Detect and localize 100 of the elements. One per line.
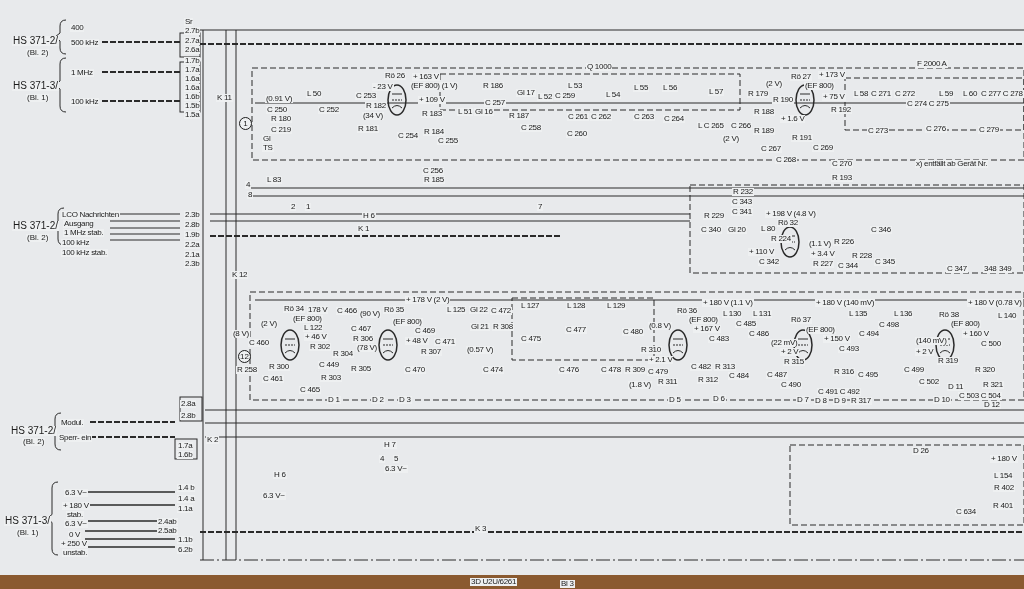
component-label: 1.6b <box>177 451 194 459</box>
component-label: C 493 <box>838 345 860 353</box>
component-label: R 193 <box>831 174 853 182</box>
component-label: L 50 <box>306 90 323 98</box>
component-label: H 7 <box>383 441 397 449</box>
component-label: C 257 <box>484 99 506 107</box>
component-label: L 60 <box>962 90 979 98</box>
component-label: L 154 <box>993 472 1014 480</box>
component-label: (2 V) <box>765 80 783 88</box>
component-label: Gl 22 <box>469 306 489 314</box>
component-label: Rö 37 <box>790 316 812 324</box>
component-label: 500 kHz <box>70 39 100 47</box>
component-label: C 471 <box>434 338 456 346</box>
component-label: 100 kHz stab. <box>61 249 108 257</box>
component-label: C 270 <box>831 160 853 168</box>
component-label: R 302 <box>309 343 331 351</box>
component-label: R 181 <box>357 125 379 133</box>
component-label: L 130 <box>722 310 743 318</box>
component-label: L 125 <box>446 306 467 314</box>
component-label: + 46 V <box>304 333 328 341</box>
component-label: C 449 <box>318 361 340 369</box>
component-label: 349 <box>998 265 1013 273</box>
component-label: R 191 <box>791 134 813 142</box>
component-label: 2.7b <box>184 27 201 35</box>
component-label: R 316 <box>833 368 855 376</box>
component-label: R 317 <box>850 397 872 405</box>
component-label: C 343 <box>731 198 753 206</box>
component-label: D 9 <box>833 397 847 405</box>
component-label: Sperr- ein <box>58 434 93 442</box>
component-label: C 340 <box>700 226 722 234</box>
sheet-label: (Bl. 2) <box>26 49 50 57</box>
component-label: D 12 <box>983 401 1001 409</box>
component-label: C 483 <box>708 335 730 343</box>
component-label: 1.5b <box>184 102 201 110</box>
component-label: 1.6b <box>184 93 201 101</box>
component-label: R 190 <box>772 96 794 104</box>
component-label: 5 <box>393 455 400 463</box>
component-label: C 461 <box>262 375 284 383</box>
component-label: C 252 <box>318 106 340 114</box>
component-label: R 307 <box>420 348 442 356</box>
component-label: + 150 V <box>823 335 851 343</box>
component-label: C 500 <box>980 340 1002 348</box>
component-label: R 232 <box>732 188 754 196</box>
component-label: C 253 <box>355 92 377 100</box>
component-label: R 304 <box>332 350 354 358</box>
component-label: (EF 800) <box>950 320 981 328</box>
component-label: + 2 V <box>780 348 800 356</box>
component-label: + 48 V <box>405 337 429 345</box>
component-label: + 180 V (1.1 V) <box>702 299 754 307</box>
component-label: C 474 <box>482 366 504 374</box>
sheet-label: (Bl. 1) <box>26 94 50 102</box>
component-label: C 345 <box>874 258 896 266</box>
component-label: C 276 <box>925 125 947 133</box>
component-label: L 140 <box>997 312 1018 320</box>
component-label: C 467 <box>350 325 372 333</box>
component-label: D 2 <box>371 396 385 404</box>
component-label: Rö 34 <box>283 305 305 313</box>
component-label: C 274 C 275 <box>906 100 950 108</box>
component-label: C 261 <box>567 113 589 121</box>
component-label: 1.7b <box>184 57 201 65</box>
component-label: 6.3 V~ <box>262 492 286 500</box>
component-label: R 226 <box>833 238 855 246</box>
component-label: C 263 <box>633 113 655 121</box>
component-label: D 6 <box>712 395 726 403</box>
component-label: D 26 <box>912 447 930 455</box>
component-label: C 346 <box>870 226 892 234</box>
component-label: (140 mV) <box>915 337 948 345</box>
component-label: Q 1000 <box>586 63 613 71</box>
component-label: R 309 <box>624 366 646 374</box>
component-label: C 495 <box>857 371 879 379</box>
component-label: C 478 <box>600 366 622 374</box>
component-label: (EF 800) <box>292 315 323 323</box>
component-label: C 472 <box>490 307 512 315</box>
component-label: + 2.1 V <box>648 356 674 364</box>
component-label: C 486 <box>748 330 770 338</box>
component-label: 2.7a <box>184 37 201 45</box>
component-label: R 300 <box>268 363 290 371</box>
component-label: 6.2b <box>177 546 194 554</box>
component-label: C 254 <box>397 132 419 140</box>
component-label: stab. <box>66 511 84 519</box>
component-label: (90 V) <box>359 310 381 318</box>
component-label: C 262 <box>590 113 612 121</box>
component-label: C 267 <box>760 145 782 153</box>
component-label: R 401 <box>992 502 1014 510</box>
component-label: 6.3 V~ <box>384 465 408 473</box>
component-label: + 180 V <box>990 455 1018 463</box>
component-label: + 178 V (2 V) <box>405 296 451 304</box>
component-label: TS <box>262 144 274 152</box>
component-label: + 2 V <box>915 348 935 356</box>
component-label: 2.8a <box>180 400 197 408</box>
component-label: (78 V) <box>356 344 378 352</box>
sheet-label: (Bl. 1) <box>16 529 40 537</box>
component-label: C 484 <box>728 372 750 380</box>
component-label: (EF 800) <box>805 326 836 334</box>
component-label: L 54 <box>605 91 622 99</box>
component-label: (0.91 V) <box>265 95 294 103</box>
component-label: C 470 <box>404 366 426 374</box>
component-label: C 498 <box>878 321 900 329</box>
component-label: C 219 <box>270 126 292 134</box>
component-label: R 308 <box>492 323 514 331</box>
